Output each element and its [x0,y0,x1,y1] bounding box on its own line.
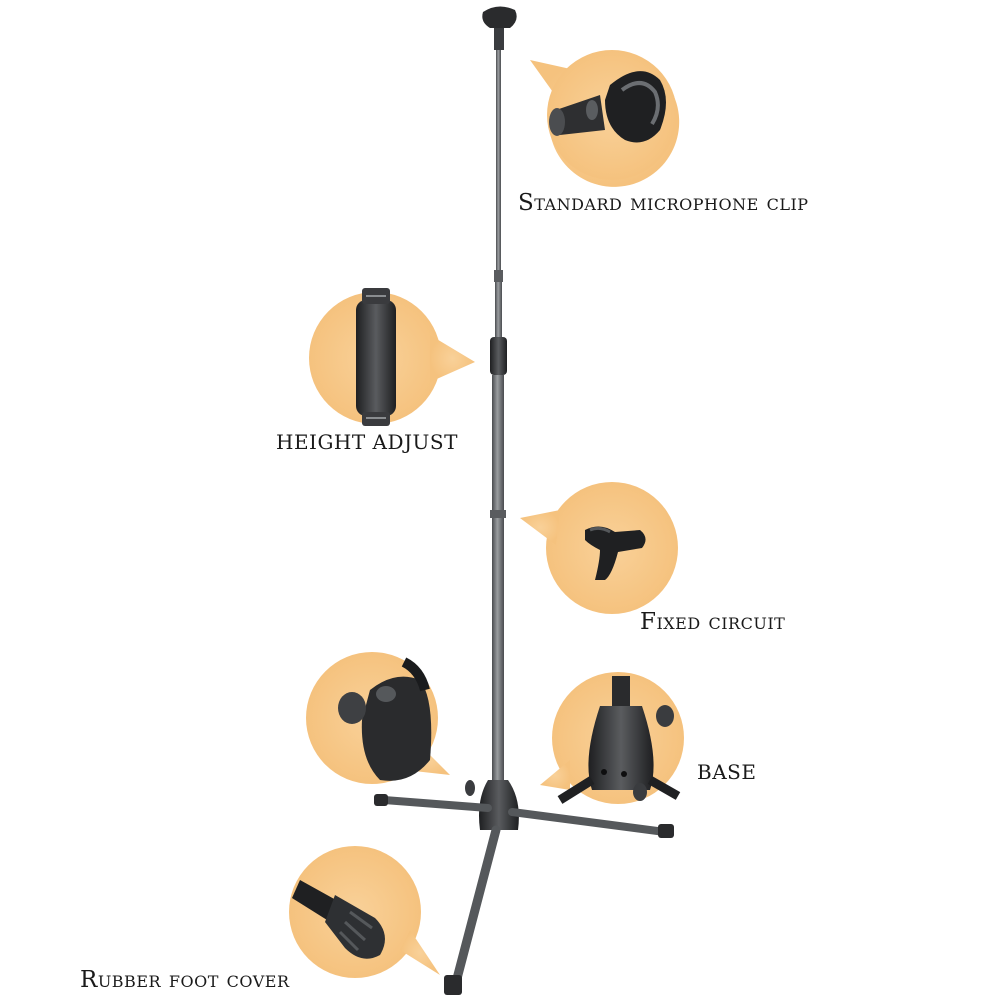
cable-clip-icon [585,526,646,580]
stand-hub [479,780,519,830]
callout-height-adjust [309,288,475,426]
top-mic-holder [482,6,517,28]
upper-pole [496,50,501,280]
middle-pole [495,282,502,337]
tripod-base-icon [557,676,681,804]
leg-front [449,825,501,995]
label-microphone-clip: Standard microphone clip [518,190,809,216]
label-rubber-foot-cover: Rubber foot cover [80,967,290,993]
callout-rubber-foot [289,846,440,978]
leg-left [380,796,492,812]
callout-microphone-clip [530,50,680,187]
locking-knob-icon [338,657,432,781]
stand-height-adjust [490,337,507,375]
lower-pole [492,375,504,785]
label-fixed-circuit: Fixed circuit [640,609,786,635]
leg-right [508,808,669,836]
microphone-stand [374,6,674,995]
callout-folding-joint [306,652,450,784]
label-height-adjust: HEIGHT ADJUST [276,430,458,454]
height-adjust-knob-icon [356,288,396,426]
label-base: BASE [697,760,757,784]
rubber-foot-icon [292,880,385,959]
callout-fixed-circuit [520,482,678,614]
callout-base [540,672,684,804]
microphone-clip-icon [549,71,666,143]
